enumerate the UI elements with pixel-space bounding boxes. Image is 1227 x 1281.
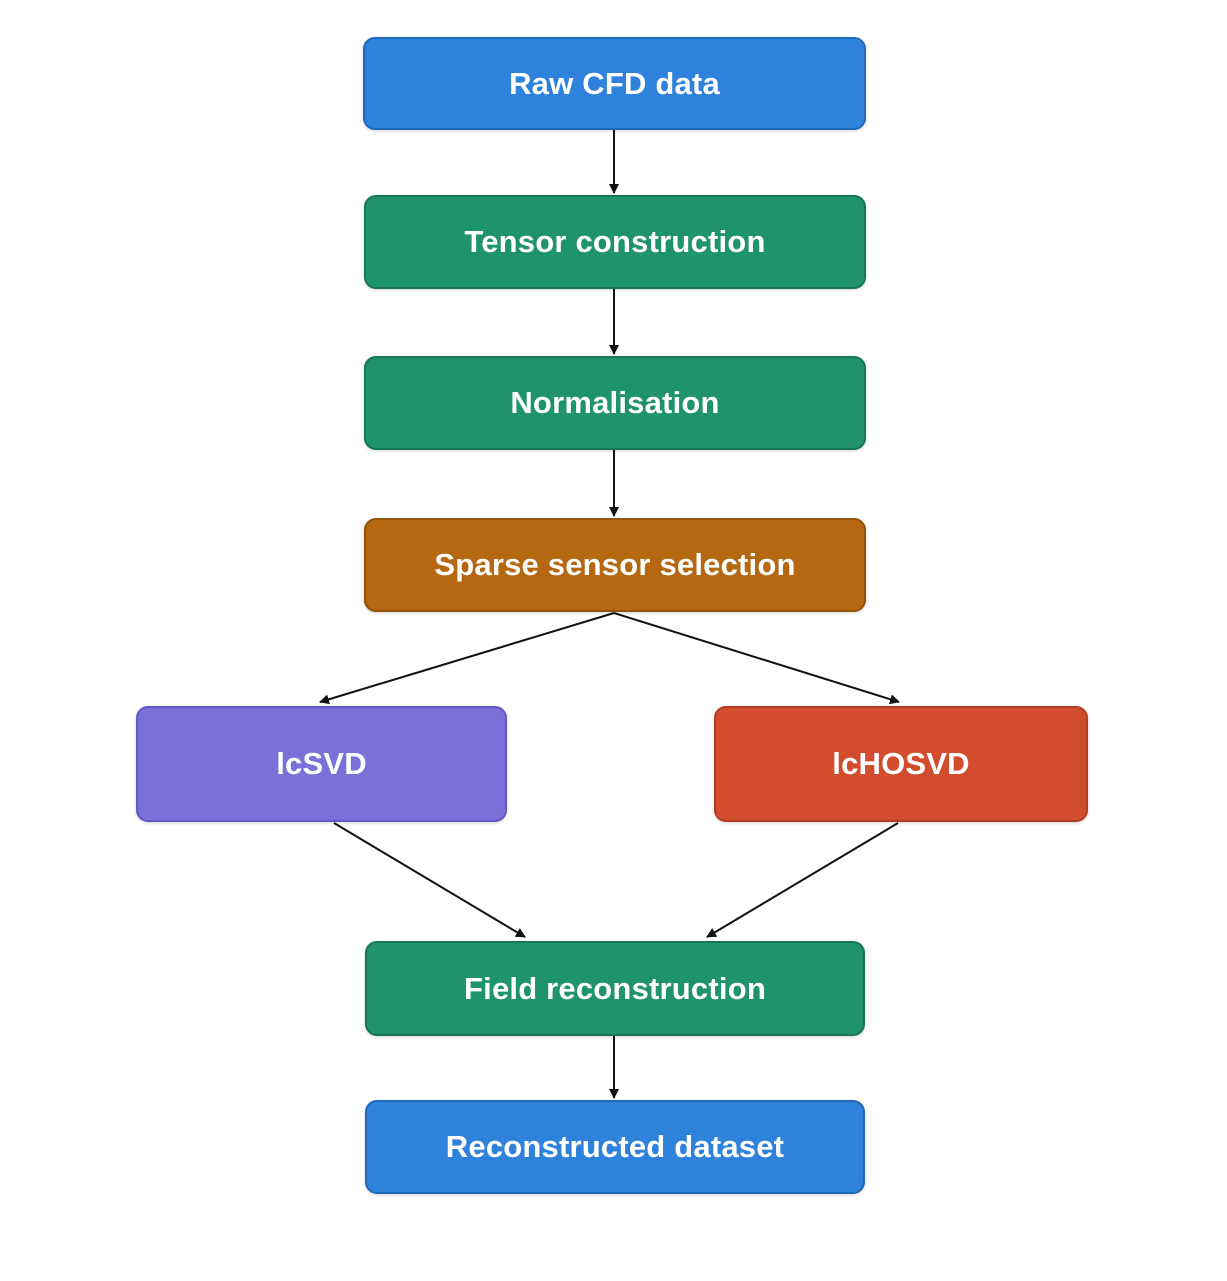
- node-label: Reconstructed dataset: [445, 1129, 785, 1164]
- node-label: Raw CFD data: [509, 65, 720, 101]
- node-label: lcHOSVD: [832, 746, 970, 781]
- node-tensor-construction: Tensor construction: [364, 195, 866, 289]
- node-lchosvd: lcHOSVD: [714, 706, 1088, 822]
- node-label: Field reconstruction: [464, 970, 766, 1006]
- arrow-lchosvd-to-field: [706, 822, 899, 938]
- arrow-lcsvd-to-field: [333, 822, 526, 938]
- arrow-sparse-to-lcsvd: [319, 612, 615, 705]
- node-normalisation: Normalisation: [364, 356, 866, 450]
- node-label: Sparse sensor selection: [434, 547, 796, 582]
- arrow-sparse-to-lchosvd: [613, 612, 900, 705]
- node-sparse-sensor-selection: Sparse sensor selection: [364, 518, 866, 612]
- node-reconstructed-dataset: Reconstructed dataset: [365, 1100, 865, 1194]
- node-lcsvd: lcSVD: [136, 706, 507, 822]
- node-label: Normalisation: [510, 385, 720, 420]
- node-label: lcSVD: [276, 746, 367, 781]
- node-label: Tensor construction: [464, 224, 766, 259]
- node-field-reconstruction: Field reconstruction: [365, 941, 865, 1036]
- node-raw-cfd-data: Raw CFD data: [363, 37, 866, 130]
